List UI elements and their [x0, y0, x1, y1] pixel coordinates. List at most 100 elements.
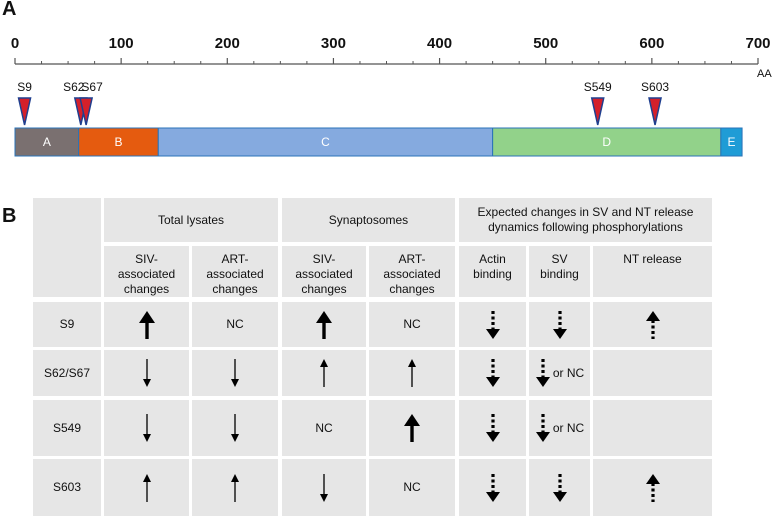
axis-tick-label: 0: [10, 35, 20, 52]
nc-text: NC: [315, 420, 333, 435]
header-synaptosomes-text: Synaptosomes: [328, 212, 409, 227]
axis-tick-label: 100: [108, 35, 134, 52]
table-cell: [593, 459, 712, 516]
axis-tick-label: 300: [320, 35, 346, 52]
domain-label-d: D: [602, 135, 612, 149]
table-corner-cell: [33, 198, 101, 297]
table-cell: [593, 302, 712, 347]
cell-text: associated: [206, 267, 264, 281]
arrow-down-dashed-icon: [485, 359, 500, 387]
subheader-nt: NT release: [593, 246, 712, 297]
arrow-down-dashed-icon: [535, 414, 550, 442]
domain-c: [157, 127, 494, 157]
table-cell: [104, 302, 189, 347]
axis-tick-label: 400: [427, 35, 453, 52]
phosphosite-label-s549: S549: [583, 80, 612, 94]
cell-text: SIV-: [135, 252, 158, 266]
arrow-down-dashed-icon: [485, 473, 500, 502]
or-nc-text: or NC: [552, 420, 585, 435]
table-cell: [459, 400, 526, 456]
table-cell: or NC: [529, 400, 590, 456]
domain-e: [720, 127, 743, 157]
cell-text: associated: [117, 267, 176, 281]
arrow-up-icon: [320, 359, 328, 387]
arrow-up-dashed-icon: [645, 310, 660, 339]
cell-text: binding: [473, 267, 512, 281]
arrow-down-icon: [320, 473, 328, 502]
domain-a: [14, 127, 80, 157]
cell-text: ART-: [221, 252, 249, 266]
arrow-down-icon: [142, 359, 151, 387]
table-cell: [192, 400, 278, 456]
phosphosite-label-s9: S9: [17, 80, 32, 94]
axis-tick-label: 200: [214, 35, 240, 52]
table-cell: [282, 459, 366, 516]
arrow-down-dashed-icon: [552, 473, 567, 502]
arrow-down-dashed-icon: [485, 310, 500, 339]
nc-text: NC: [403, 480, 421, 494]
phosphosite-label-s67: S67: [81, 80, 103, 94]
arrow-up-bold-icon: [138, 310, 155, 339]
arrow-up-dashed-icon: [645, 473, 660, 502]
cell-text: NT release: [623, 252, 682, 266]
table-cell: [459, 350, 526, 396]
row-site-label: S603: [52, 480, 82, 494]
cell-text: changes: [301, 282, 347, 296]
row-site-label: S62/S67: [43, 365, 91, 380]
phosphosite-marker-s603: [648, 97, 662, 126]
table-cell: NC: [282, 400, 366, 456]
arrow-up-icon: [142, 473, 151, 502]
cell-text: dynamics following phosphorylations: [488, 220, 683, 234]
table-cell: [369, 350, 455, 396]
table-cell: [192, 350, 278, 396]
row-site-label: S549: [52, 420, 82, 435]
table-cell: [104, 400, 189, 456]
table-cell: [459, 459, 526, 516]
panel-a-label: A: [2, 0, 17, 20]
table-cell: [529, 302, 590, 347]
table-cell: NC: [369, 302, 455, 347]
domain-label-e: E: [727, 135, 736, 149]
axis-tick-label: 700: [745, 35, 771, 52]
table-cell: or NC: [529, 350, 590, 396]
table-cell: [282, 302, 366, 347]
cell-text: ART-: [398, 252, 426, 266]
table-cell: [282, 350, 366, 396]
arrow-down-icon: [231, 359, 239, 387]
arrow-down-dashed-icon: [485, 414, 500, 442]
row-site-cell: S549: [33, 400, 101, 456]
arrow-up-icon: [408, 359, 416, 387]
axis-tick-label: 500: [533, 35, 559, 52]
axis-unit-label: AA: [757, 68, 772, 80]
cell-text: Expected changes in SV and NT release: [477, 205, 694, 219]
nc-text: NC: [403, 317, 421, 331]
arrow-up-bold-icon: [404, 414, 420, 442]
table-cell: [593, 400, 712, 456]
table-cell: NC: [369, 459, 455, 516]
cell-text: changes: [389, 282, 435, 296]
cell-text: changes: [123, 282, 170, 296]
table-cell: [104, 459, 189, 516]
domain-b: [78, 127, 159, 157]
cell-text: associated: [295, 267, 353, 281]
cell-text: binding: [540, 267, 579, 281]
domain-label-c: C: [321, 135, 330, 149]
cell-text: associated: [383, 267, 441, 281]
row-site-label: S9: [59, 317, 75, 331]
cell-text: SV: [551, 252, 568, 266]
cell-text: SIV-: [312, 252, 336, 266]
table-cell: [459, 302, 526, 347]
